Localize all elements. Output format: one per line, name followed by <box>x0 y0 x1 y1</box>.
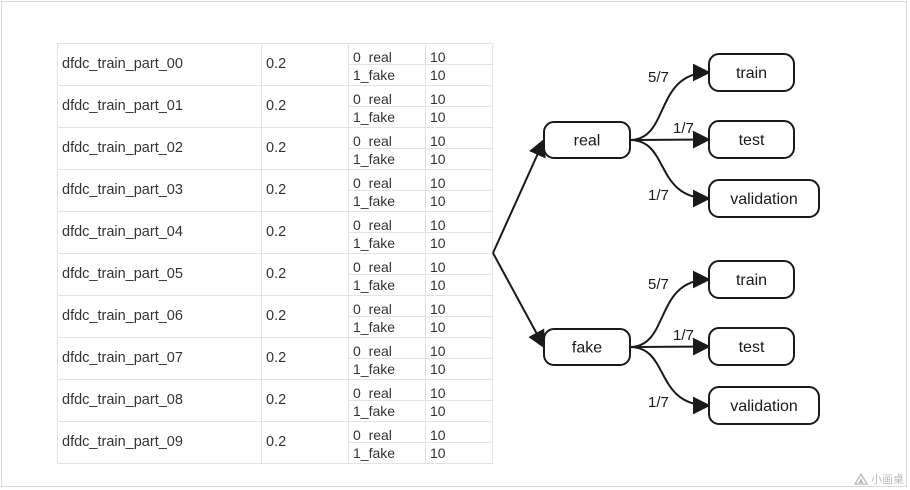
real-test-node: test <box>708 120 795 159</box>
part-name-cell: dfdc_train_part_08 <box>57 379 262 422</box>
part-name-cell: dfdc_train_part_05 <box>57 253 262 296</box>
real-train-node-box <box>708 53 795 92</box>
fake-node-label: fake <box>572 340 602 357</box>
part-name-cell: dfdc_train_part_09 <box>57 421 262 464</box>
fake-train-node: train <box>708 260 795 299</box>
class-count-cell: 10 <box>425 127 493 149</box>
split-fraction-label: 1/7 <box>648 394 669 411</box>
fake-to-validation-arrow <box>629 346 711 415</box>
fake-validation-node-label: validation <box>730 398 798 415</box>
fake-train-node-label: train <box>736 272 767 289</box>
fake-to-test-arrow <box>629 337 711 356</box>
fake-test-node-label: test <box>739 339 765 356</box>
triangle-logo-icon <box>854 473 868 485</box>
root-to-fake-arrow <box>492 252 545 349</box>
root-to-real-arrow <box>492 138 546 254</box>
diagram-nodes: real 5/7 train 1/7 test 1/7 validation fake 5/7 t… <box>543 53 820 425</box>
class-label-cell: 0_real <box>348 379 426 401</box>
class-label-cell: 0_real <box>348 127 426 149</box>
split-fraction-label: 5/7 <box>648 69 669 86</box>
class-label-cell: 1_fake <box>348 106 426 128</box>
split-fraction-label: 1/7 <box>673 120 694 137</box>
real-node: real <box>543 121 631 159</box>
ratio-cell: 0.2 <box>261 211 349 254</box>
ratio-cell: 0.2 <box>261 337 349 380</box>
real-validation-node: validation <box>708 179 820 218</box>
real-test-node-box <box>708 120 795 159</box>
diagram-edges <box>492 63 711 415</box>
real-to-train-arrow <box>629 63 711 141</box>
ratio-cell: 0.2 <box>261 169 349 212</box>
fake-node-box <box>543 328 631 366</box>
class-count-cell: 10 <box>425 295 493 317</box>
class-label-cell: 1_fake <box>348 316 426 338</box>
real-node-box <box>543 121 631 159</box>
class-label-cell: 0_real <box>348 253 426 275</box>
class-count-cell: 10 <box>425 211 493 233</box>
class-count-cell: 10 <box>425 442 493 464</box>
real-test-node-label: test <box>739 132 765 149</box>
class-label-cell: 1_fake <box>348 274 426 296</box>
split-fraction-label: 1/7 <box>648 187 669 204</box>
fake-train-node-box <box>708 260 795 299</box>
fake-validation-node: validation <box>708 386 820 425</box>
class-label-cell: 1_fake <box>348 358 426 380</box>
fake-to-train-arrow <box>629 270 711 348</box>
part-name-cell: dfdc_train_part_03 <box>57 169 262 212</box>
ratio-cell: 0.2 <box>261 421 349 464</box>
fake-test-node: test <box>708 327 795 366</box>
ratio-cell: 0.2 <box>261 127 349 170</box>
part-name-cell: dfdc_train_part_04 <box>57 211 262 254</box>
real-to-test-arrow <box>629 130 711 149</box>
watermark: 小画桌 <box>854 471 904 487</box>
real-validation-node-box <box>708 179 820 218</box>
part-name-cell: dfdc_train_part_02 <box>57 127 262 170</box>
split-fraction-label: 5/7 <box>648 276 669 293</box>
class-count-cell: 10 <box>425 379 493 401</box>
split-fraction-label: 1/7 <box>673 327 694 344</box>
class-count-cell: 10 <box>425 274 493 296</box>
class-label-cell: 1_fake <box>348 64 426 86</box>
real-to-validation-arrow <box>629 139 711 208</box>
class-label-cell: 1_fake <box>348 442 426 464</box>
fake-node: fake <box>543 328 631 366</box>
real-train-node-label: train <box>736 65 767 82</box>
ratio-cell: 0.2 <box>261 43 349 86</box>
part-name-cell: dfdc_train_part_01 <box>57 85 262 128</box>
class-count-cell: 10 <box>425 148 493 170</box>
real-validation-node-label: validation <box>730 191 798 208</box>
fake-test-node-box <box>708 327 795 366</box>
class-label-cell: 1_fake <box>348 190 426 212</box>
real-train-node: train <box>708 53 795 92</box>
class-count-cell: 10 <box>425 43 493 65</box>
real-node-label: real <box>574 133 601 150</box>
fake-validation-node-box <box>708 386 820 425</box>
watermark-text: 小画桌 <box>871 474 904 486</box>
class-label-cell: 0_real <box>348 211 426 233</box>
